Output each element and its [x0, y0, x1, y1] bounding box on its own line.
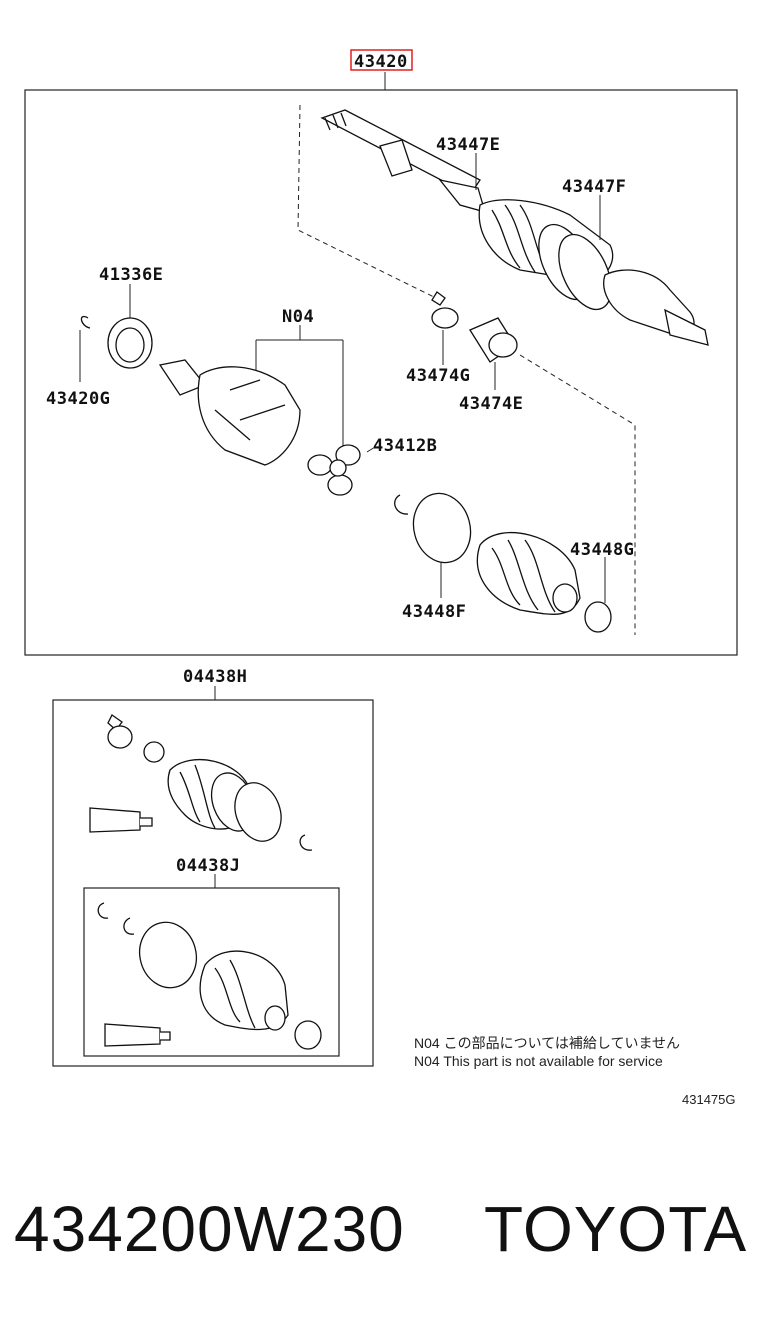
dashed-guides [297, 104, 636, 635]
tripod-illustration [307, 444, 361, 496]
main-frame [24, 89, 738, 656]
inner-joint-illustration [158, 359, 301, 466]
label-43420G[interactable]: 43420G [46, 389, 110, 409]
clamp-damper-illustration [431, 291, 518, 363]
label-41336E[interactable]: 41336E [99, 265, 163, 285]
label-43447F[interactable]: 43447F [562, 177, 626, 197]
label-04438H[interactable]: 04438H [183, 667, 247, 687]
part-number: 434200W230 [14, 1193, 405, 1265]
label-43412B[interactable]: 43412B [373, 436, 437, 456]
label-43448F[interactable]: 43448F [402, 602, 466, 622]
kit-frame-h [52, 699, 374, 1067]
label-N04[interactable]: N04 [282, 307, 314, 327]
label-43474G[interactable]: 43474G [406, 366, 470, 386]
kit-j-illustration [97, 902, 322, 1050]
highlight-box [350, 49, 413, 71]
note-japanese: N04 この部品については補給していません [414, 1035, 681, 1051]
main-part-label[interactable]: 43420 [354, 52, 408, 72]
diagram-code: 431475G [682, 1092, 736, 1107]
lower-boot-illustration [394, 492, 612, 633]
brand-name: TOYOTA [484, 1193, 748, 1265]
drive-shaft-illustration [320, 109, 709, 346]
kit-frame-j [83, 887, 340, 1057]
label-43474E[interactable]: 43474E [459, 394, 523, 414]
label-04438J[interactable]: 04438J [176, 856, 240, 876]
label-43448G[interactable]: 43448G [570, 540, 634, 560]
seal-ring-illustration [80, 315, 153, 369]
kit-h-illustration [89, 714, 313, 851]
note-english: N04 This part is not available for servi… [414, 1053, 663, 1069]
label-43447E[interactable]: 43447E [436, 135, 500, 155]
